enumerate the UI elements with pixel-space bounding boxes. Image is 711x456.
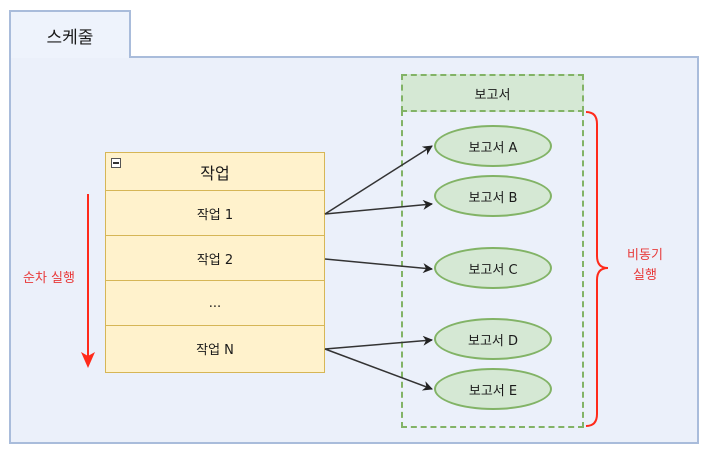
edge-taskN-reportD — [324, 335, 433, 350]
task-row[interactable]: 작업 N — [106, 326, 324, 371]
edge-task1-reportB — [324, 199, 433, 215]
sequential-label: 순차 실행 — [14, 269, 84, 289]
task-list: 작업 작업 1 작업 2 ... 작업 N — [105, 152, 325, 373]
async-brace — [585, 111, 609, 427]
report-node[interactable]: 보고서 B — [434, 175, 552, 217]
report-node-label: 보고서 E — [468, 383, 518, 399]
report-node-label: 보고서 B — [468, 190, 518, 206]
minus-square-icon[interactable] — [111, 158, 121, 168]
task-row[interactable]: ... — [106, 281, 324, 326]
report-node[interactable]: 보고서 A — [434, 125, 552, 167]
sequential-label-text: 순차 실행 — [23, 271, 75, 286]
task-list-title-text: 작업 — [200, 163, 230, 183]
schedule-tab[interactable]: 스케줄 — [9, 10, 131, 58]
async-label-line2: 실행 — [633, 268, 657, 283]
task-row-label: 작업 2 — [196, 252, 234, 268]
report-group-title: 보고서 — [474, 87, 511, 103]
report-node[interactable]: 보고서 D — [434, 318, 552, 360]
edge-taskN-reportE — [324, 348, 433, 391]
schedule-tab-label: 스케줄 — [46, 27, 94, 48]
report-node-label: 보고서 A — [468, 140, 518, 156]
report-node[interactable]: 보고서 C — [434, 247, 552, 289]
task-row-label: ... — [208, 295, 222, 311]
report-group-header: 보고서 — [401, 74, 584, 112]
edge-task1-reportA — [324, 145, 433, 215]
task-row-label: 작업 1 — [196, 207, 234, 223]
task-row[interactable]: 작업 1 — [106, 191, 324, 236]
task-row[interactable]: 작업 2 — [106, 236, 324, 281]
task-list-title: 작업 — [106, 153, 324, 191]
async-label-line1: 비동기 — [627, 248, 663, 263]
async-label: 비동기 실행 — [615, 246, 675, 286]
sequential-arrowhead — [81, 352, 95, 368]
report-group — [401, 110, 584, 428]
report-node-label: 보고서 C — [468, 262, 518, 278]
report-node[interactable]: 보고서 E — [434, 368, 552, 410]
report-node-label: 보고서 D — [467, 333, 519, 349]
edge-task2-reportC — [324, 258, 433, 274]
task-row-label: 작업 N — [196, 343, 234, 358]
